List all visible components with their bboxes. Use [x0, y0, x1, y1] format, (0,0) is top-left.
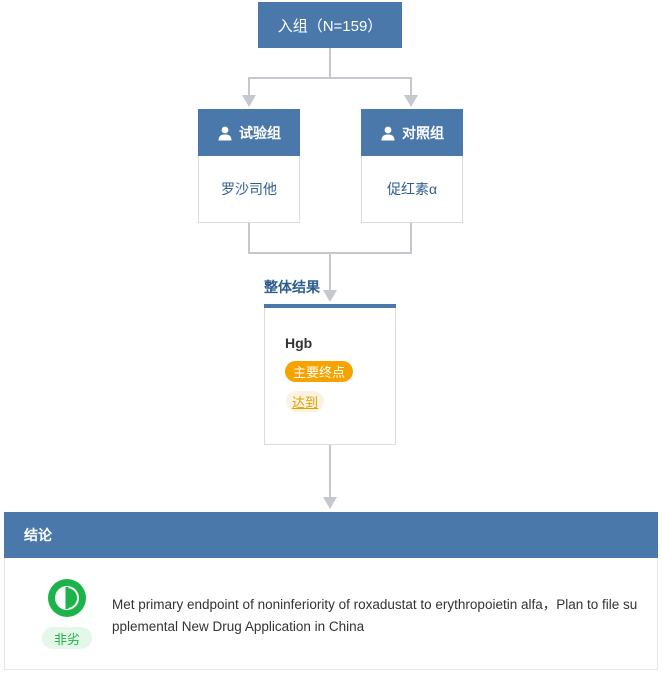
verdict-badge: 非劣 — [42, 627, 92, 649]
conclusion-text: Met primary endpoint of noninferiority o… — [112, 597, 638, 634]
enrollment-box: 入组（N=159） — [258, 2, 402, 48]
experimental-arm-title: 试验组 — [239, 124, 281, 141]
endpoint-type-badge: 主要终点 — [285, 361, 354, 382]
connector-line — [248, 223, 250, 254]
arrow-down-icon — [323, 497, 337, 509]
connector-line — [329, 252, 331, 292]
connector-line — [248, 77, 250, 97]
user-icon — [381, 126, 395, 140]
overall-result-label: 整体结果 — [264, 279, 320, 295]
connector-line — [410, 223, 412, 254]
conclusion-body: 非劣 Met primary endpoint of noninferiorit… — [4, 558, 658, 670]
conclusion-header: 结论 — [4, 512, 658, 558]
endpoint-status-link[interactable]: 达到 — [286, 391, 325, 412]
control-arm: 对照组 促红素α — [361, 109, 463, 223]
connector-line — [248, 77, 412, 79]
enrollment-label: 入组（N=159） — [277, 17, 383, 35]
arrow-down-icon — [404, 95, 418, 107]
user-icon — [218, 126, 232, 140]
experimental-arm: 试验组 罗沙司他 — [198, 109, 300, 223]
control-arm-title: 对照组 — [402, 124, 444, 141]
control-arm-header: 对照组 — [361, 109, 463, 156]
noninferior-icon — [48, 579, 86, 617]
result-card: Hgb 主要终点 达到 — [264, 304, 396, 445]
connector-line — [329, 445, 331, 499]
connector-line — [329, 48, 331, 78]
control-arm-drug: 促红素α — [386, 181, 438, 197]
endpoint-name: Hgb — [285, 335, 313, 351]
conclusion-title: 结论 — [24, 527, 52, 543]
result-card-accent — [264, 304, 396, 308]
arrow-down-icon — [242, 95, 256, 107]
connector-line — [410, 77, 412, 97]
arrow-down-icon — [323, 290, 337, 302]
experimental-arm-header: 试验组 — [198, 109, 300, 156]
experimental-arm-drug: 罗沙司他 — [221, 181, 277, 197]
